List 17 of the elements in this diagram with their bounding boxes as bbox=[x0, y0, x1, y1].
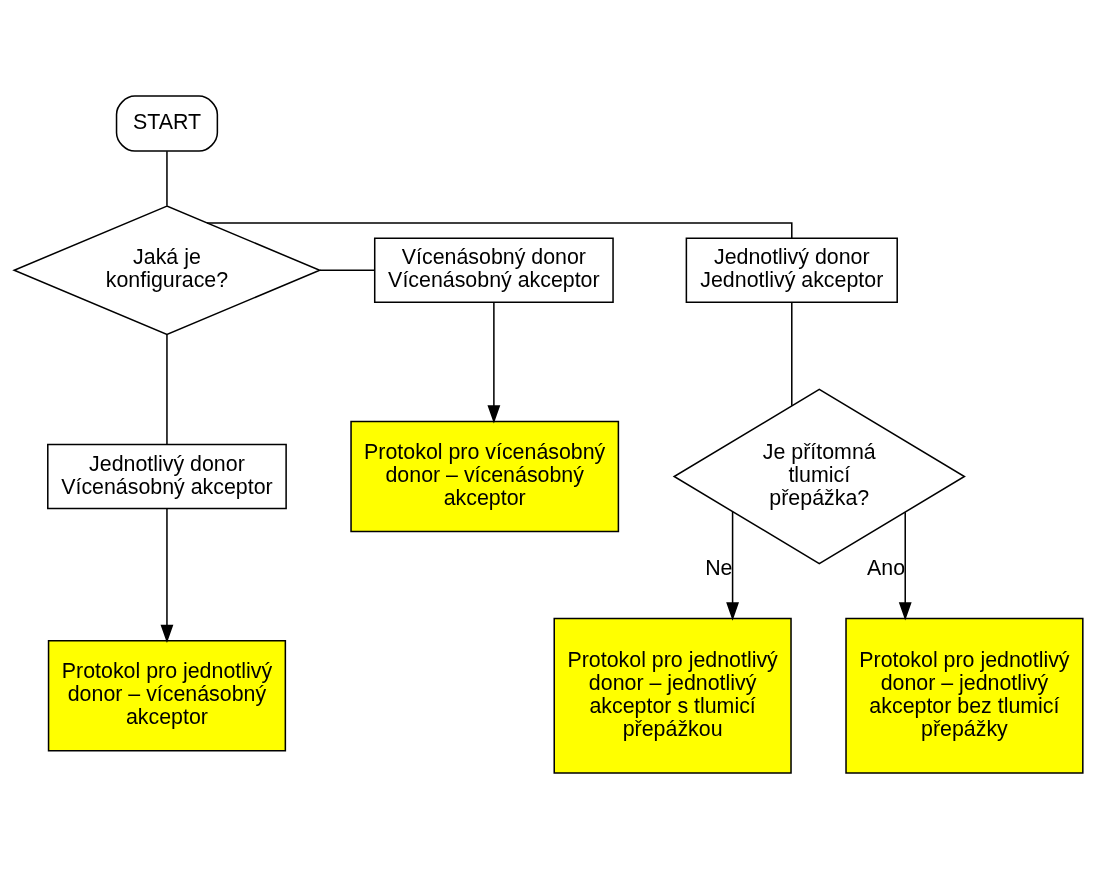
node-box: Jednotlivý donor Vícenásobný akceptor bbox=[47, 443, 287, 510]
node-box: Protokol pro jednotlivý donor – vícenásobný akceptor bbox=[47, 639, 287, 752]
node-diamond: Jaká je konfigurace? bbox=[12, 205, 322, 336]
connector bbox=[319, 269, 376, 272]
node-box: Vícenásobný donor Vícenásobný akceptor bbox=[373, 237, 614, 304]
connector bbox=[166, 334, 168, 446]
node-box: Protokol pro vícenásobný donor – vícenásobný akceptor bbox=[350, 420, 620, 533]
node-box: Jednotlivý donor Jednotlivý akceptor bbox=[685, 237, 898, 304]
arrow bbox=[487, 301, 501, 424]
arrow bbox=[898, 511, 912, 621]
node-box: Protokol pro jednotlivý donor – jednotlivý akceptor bez tlumicí přepážky bbox=[845, 617, 1084, 774]
connector bbox=[791, 301, 793, 407]
node-box: Protokol pro jednotlivý donor – jednotlivý akceptor s tlumicí přepážkou bbox=[553, 617, 792, 774]
arrow bbox=[726, 510, 739, 621]
arrow bbox=[160, 508, 174, 644]
connector bbox=[166, 150, 168, 207]
node-box: START bbox=[115, 95, 219, 152]
